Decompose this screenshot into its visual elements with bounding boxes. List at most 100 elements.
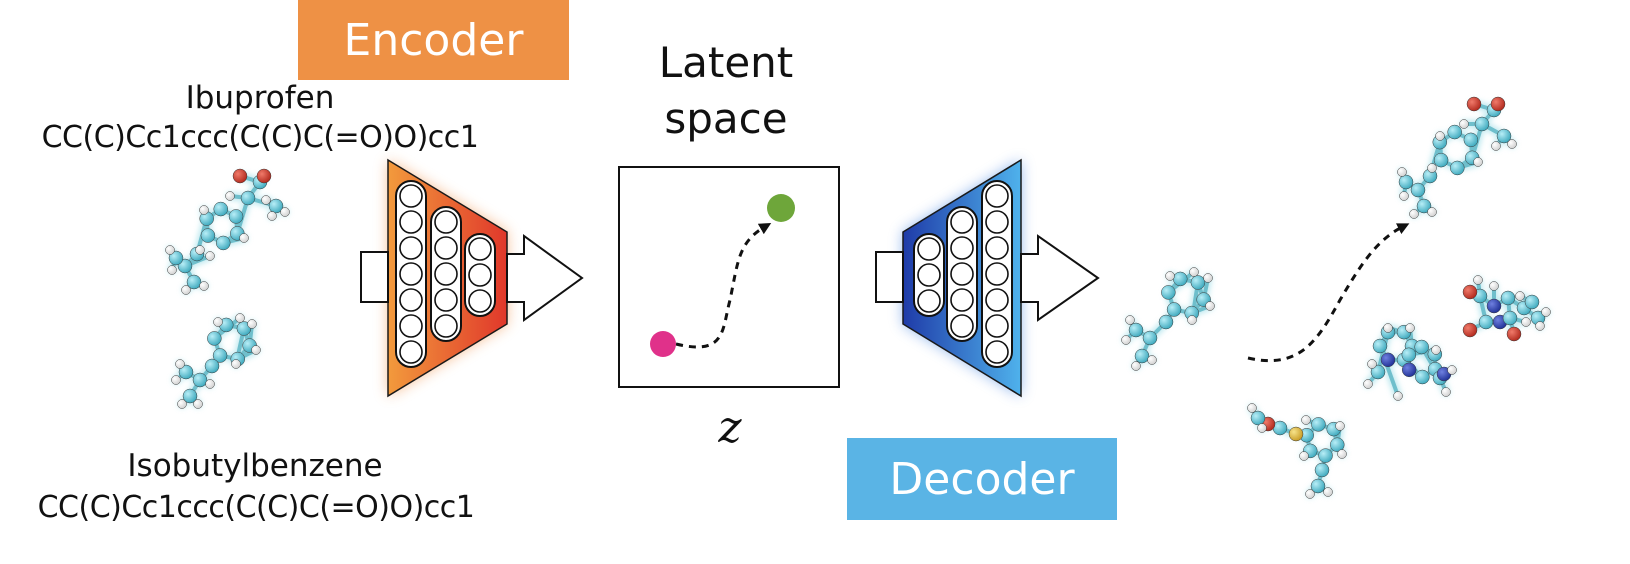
atom (1363, 379, 1373, 389)
atom (213, 201, 228, 217)
atom (1447, 365, 1457, 375)
atom (199, 205, 209, 215)
atom (225, 191, 235, 201)
fused-ring-molecule (1363, 323, 1457, 401)
atom (200, 228, 216, 243)
atom (1370, 364, 1386, 380)
atom (1473, 157, 1483, 167)
ibuprofen-smiles: CC(C)Cc1ccc(C(C)C(=O)O)cc1 (41, 120, 479, 155)
atom (171, 375, 181, 385)
atom (1314, 462, 1330, 478)
atom (175, 359, 185, 369)
atom (256, 168, 272, 184)
atom (1535, 321, 1545, 331)
decoder-column-3 (981, 180, 1013, 368)
neuron (399, 210, 423, 234)
atom (1541, 307, 1551, 317)
atom (1173, 271, 1188, 287)
atom (1121, 335, 1131, 345)
neuron (399, 236, 423, 260)
atom (213, 317, 223, 327)
atom (1462, 284, 1478, 300)
neuron (399, 340, 423, 364)
encoder-column-2 (430, 206, 462, 342)
atom (1337, 449, 1347, 459)
atom (239, 233, 249, 243)
atom (1397, 167, 1407, 177)
atom (235, 313, 245, 323)
atom (1189, 267, 1199, 277)
atom (247, 319, 257, 329)
atom (1401, 347, 1417, 363)
molecule-renders (165, 96, 1551, 499)
atom (1398, 174, 1414, 190)
atom (165, 245, 175, 255)
atom (1410, 182, 1426, 198)
atom (212, 348, 228, 363)
decoder-neuron-columns (913, 180, 1013, 368)
neuron (917, 289, 941, 313)
atom (1166, 302, 1182, 317)
atom (1161, 285, 1176, 300)
latent-variable: z (718, 402, 742, 453)
atom (193, 399, 203, 409)
atom (1305, 489, 1315, 499)
atom (1288, 426, 1304, 442)
atom (204, 358, 220, 374)
atom (1441, 387, 1451, 397)
atom (167, 265, 177, 275)
atom (1506, 326, 1522, 342)
atom (1478, 314, 1494, 330)
atom (207, 331, 222, 346)
atom (1515, 291, 1525, 301)
atom (1299, 451, 1309, 461)
neuron (468, 263, 492, 287)
ibuprofen-name: Ibuprofen (185, 80, 335, 116)
isobutylbenzene-molecule (171, 313, 261, 409)
latent-space (618, 166, 840, 388)
atom (1190, 275, 1206, 290)
atom (1401, 362, 1417, 378)
atom (1433, 152, 1449, 168)
atom (1147, 355, 1157, 365)
decoder-input-molecule (1121, 267, 1215, 371)
atom (251, 345, 261, 355)
neuron (399, 314, 423, 338)
atom (1416, 198, 1432, 214)
atom (1125, 315, 1135, 325)
neuron (985, 210, 1009, 234)
encoder-column-1 (395, 180, 427, 368)
decoder-network (875, 158, 1100, 398)
atom (1414, 339, 1429, 355)
atom (1311, 417, 1326, 432)
atom (181, 285, 191, 295)
neuron (434, 262, 458, 286)
decoder-column-1 (913, 233, 945, 317)
atom (1486, 298, 1502, 314)
atom (1165, 271, 1175, 281)
neuron (985, 236, 1009, 260)
encoder-input-arrow (360, 251, 389, 303)
neuron (950, 314, 974, 338)
latent-start-point (650, 331, 676, 357)
neuron (434, 210, 458, 234)
encoder-neuron-columns (395, 180, 496, 368)
atom (1447, 124, 1462, 140)
atom (1131, 361, 1141, 371)
atom (1409, 209, 1419, 219)
atom (1372, 338, 1388, 354)
atom (1489, 281, 1499, 291)
atom (231, 359, 241, 369)
atom (1524, 294, 1540, 310)
atom (1427, 207, 1437, 217)
atom (268, 198, 284, 214)
encoder-label: Encoder (343, 14, 524, 66)
heterocycle-molecule (1462, 275, 1551, 342)
atom (1502, 310, 1518, 326)
decoder-label: Decoder (889, 453, 1075, 505)
atom (1466, 96, 1482, 112)
atom (1415, 369, 1430, 385)
atom (195, 245, 205, 255)
neuron (399, 184, 423, 208)
atom (186, 274, 202, 290)
